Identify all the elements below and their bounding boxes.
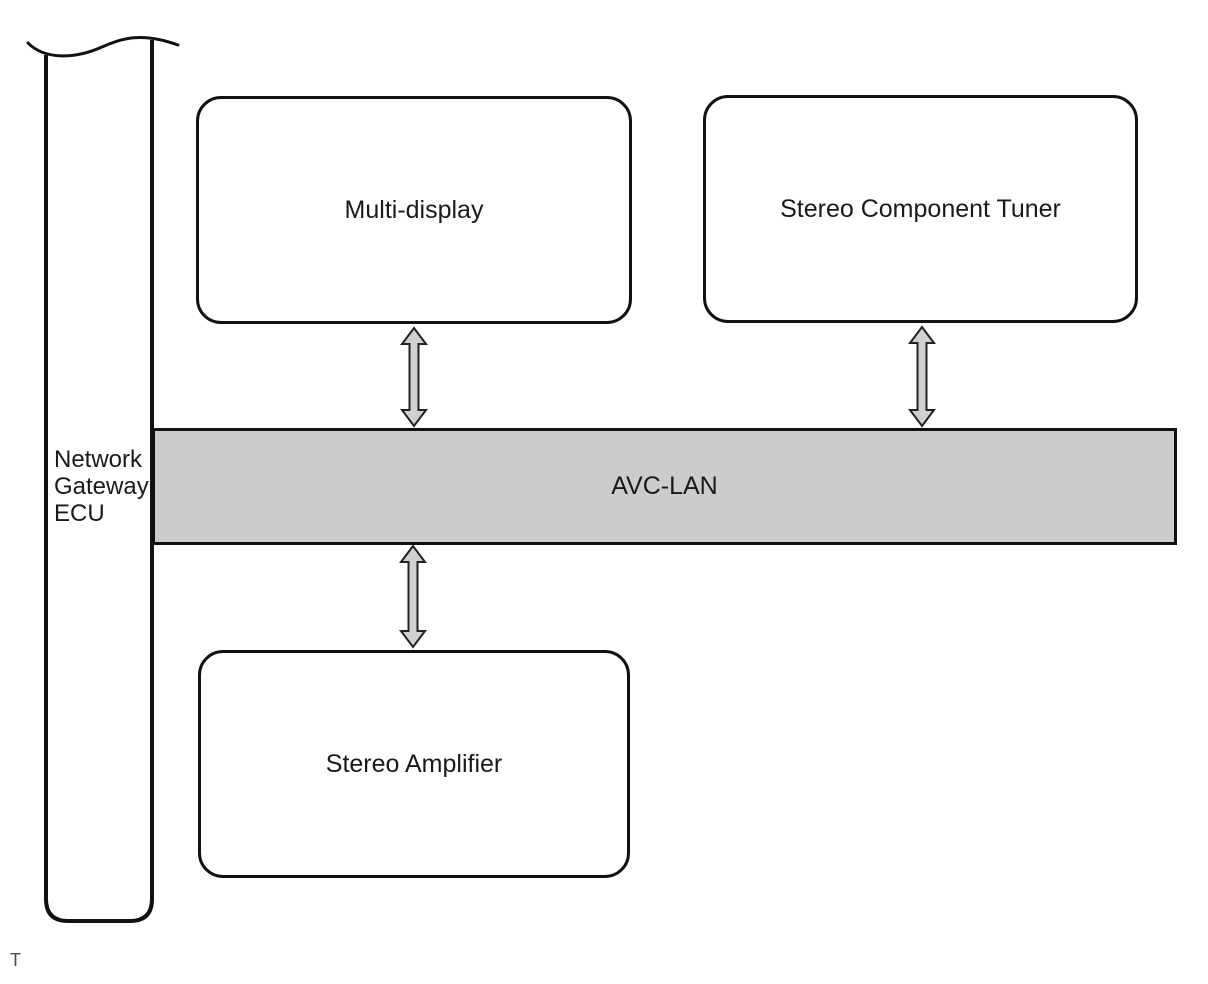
node-stereo-amplifier-label: Stereo Amplifier xyxy=(325,749,503,778)
network-gateway-ecu-label: Network Gateway ECU xyxy=(54,446,149,527)
arrow-tuner-avclan xyxy=(908,325,936,428)
node-multi-display-label: Multi-display xyxy=(344,195,484,224)
node-stereo-amplifier: Stereo Amplifier xyxy=(198,650,630,878)
avc-lan-bus-label: AVC-LAN xyxy=(611,472,718,500)
node-stereo-component-tuner: Stereo Component Tuner xyxy=(703,95,1138,323)
arrow-avclan-amplifier xyxy=(399,544,427,649)
arrow-multi-display-avclan xyxy=(400,326,428,428)
node-multi-display: Multi-display xyxy=(196,96,632,324)
node-stereo-component-tuner-label: Stereo Component Tuner xyxy=(780,194,1061,223)
break-wave-line xyxy=(26,35,180,58)
footnote-marker: T xyxy=(10,950,21,970)
avc-lan-bus: AVC-LAN xyxy=(152,428,1177,545)
